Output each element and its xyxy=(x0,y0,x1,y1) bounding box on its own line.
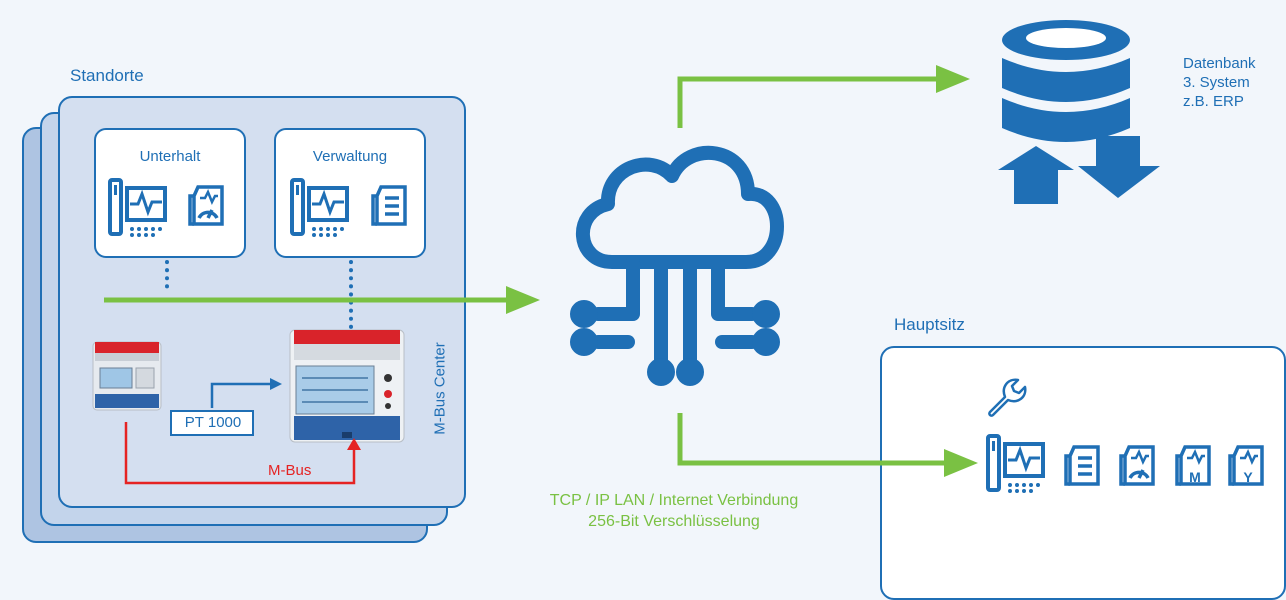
yearly-report-icon: Y xyxy=(1228,445,1264,486)
database-label-2: 3. System xyxy=(1183,74,1250,91)
computer-monitor-icon xyxy=(108,178,167,239)
verwaltung-label: Verwaltung xyxy=(312,148,388,165)
document-icon xyxy=(371,185,407,226)
computer-monitor-icon xyxy=(290,178,349,239)
site-title: Standorte xyxy=(70,66,144,85)
svg-text:Y: Y xyxy=(1243,469,1253,485)
hq-title: Hauptsitz xyxy=(894,315,965,334)
database-sync-icon xyxy=(998,20,1160,204)
wrench-icon xyxy=(988,378,1027,417)
connection-label-1: TCP / IP LAN / Internet Verbindung xyxy=(549,492,799,509)
monthly-report-icon: M xyxy=(1175,445,1211,486)
computer-monitor-icon xyxy=(986,434,1045,495)
document-icon xyxy=(1064,445,1100,486)
network-arrow-database xyxy=(677,65,970,128)
gauge-report-icon xyxy=(188,185,224,226)
network-arrow-hq xyxy=(677,413,978,477)
cloud-network-icon xyxy=(570,145,784,386)
mbus-connection xyxy=(124,422,361,485)
energy-meter-device xyxy=(92,341,162,411)
database-label-3: z.B. ERP xyxy=(1183,93,1244,110)
pt1000-label: PT 1000 xyxy=(184,414,242,431)
verwaltung-box xyxy=(274,128,426,258)
gauge-report-icon xyxy=(1119,445,1155,486)
svg-text:M: M xyxy=(1189,469,1201,485)
network-arrow-site xyxy=(104,286,540,314)
pt1000-connection xyxy=(170,378,282,436)
mbus-device-icon xyxy=(289,329,405,443)
unterhalt-label: Unterhalt xyxy=(139,148,201,165)
connection-label-2: 256-Bit Verschlüsselung xyxy=(588,513,760,530)
mbus-center-label: M-Bus Center xyxy=(431,342,449,435)
mbus-label: M-Bus xyxy=(268,462,312,479)
database-label-1: Datenbank xyxy=(1183,55,1256,72)
